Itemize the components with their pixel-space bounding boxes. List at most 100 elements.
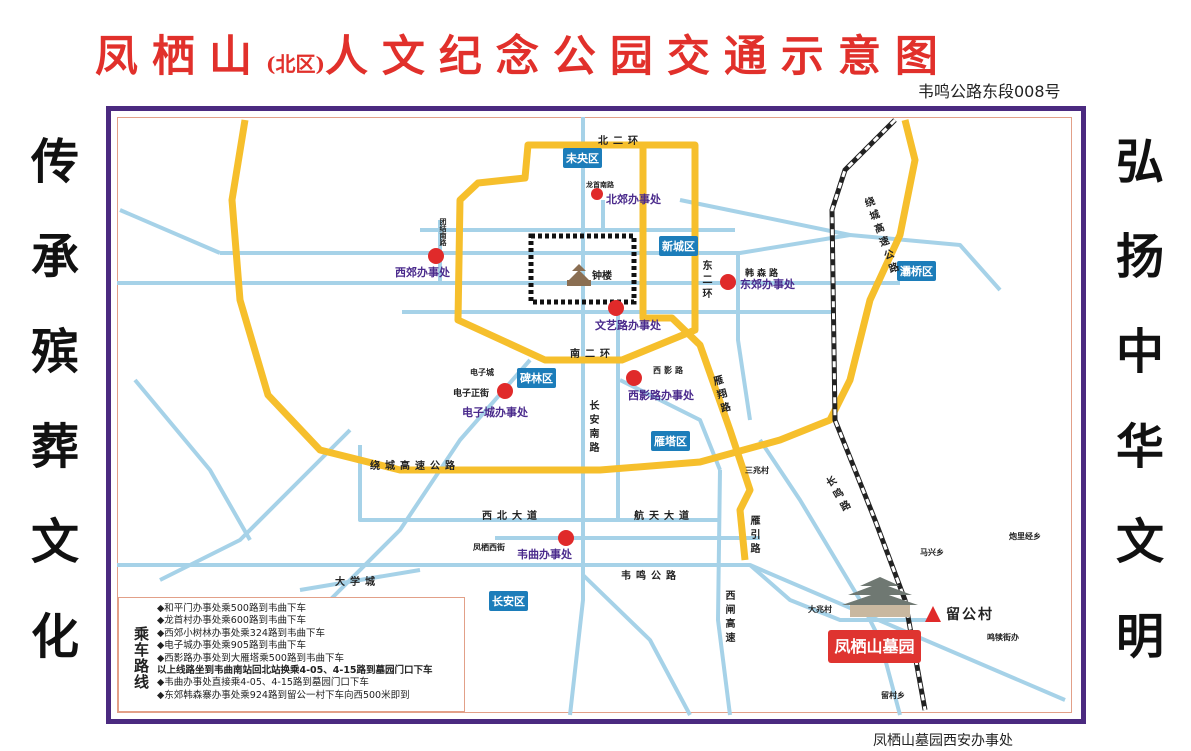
slogan-char: 殡 [30,324,79,380]
road [716,469,732,716]
office-xijiao: 西郊办事处 [395,266,450,279]
office-dongjiao: 东郊办事处 [740,278,795,291]
label-daxuecheng: 大学城 [335,577,380,588]
title-rest: 人文纪念公园交通示意图 [324,32,952,82]
office-marker-wenyilu [608,300,624,316]
label-yanyin: 雁引路 [748,515,759,557]
road [568,117,585,716]
label-dianzicheng: 电子城 [470,368,494,377]
slogan-char: 文 [30,514,79,570]
map-inner-border [117,117,1072,713]
office-marker-dongjiao [720,274,736,290]
label-zhonglou: 钟楼 [592,271,612,282]
office-marker-beijiao [591,188,603,200]
label-dianzi-zhengjie: 电子正街 [453,389,490,399]
label-xibei: 西北大道 [482,511,542,522]
road [619,378,722,471]
label-tuanjie: 团结南路 [439,218,447,246]
legend-item: ◆西影路办事处到大雁塔乘500路到韦曲下车 [157,652,344,664]
label-hangtian: 航天大道 [634,511,694,522]
label-changan-nanlu: 长安南路 [587,400,598,456]
road [328,358,532,602]
district-beilin: 碑林区 [517,368,556,388]
road [159,428,352,582]
label-paoli: 炮里经乡 [1009,532,1041,541]
destination-village: 留公村 [946,607,994,623]
map-title: 凤栖山(北区)人文纪念公园交通示意图 [95,22,952,84]
bell-tower-icon [567,264,591,286]
footer-office: 凤栖山墓园西安办事处 [873,733,1013,749]
label-hansen: 韩森路 [745,269,782,279]
district-changan: 长安区 [489,591,528,611]
label-dazhao: 大兆村 [808,605,832,614]
label-weiming: 韦鸣公路 [621,571,681,582]
legend-item: ◆韦曲办事处直接乘4-05、4-15路到墓园门口下车 [157,677,369,689]
office-xiyinglu: 西影路办事处 [628,389,694,402]
legend-title: 乘车路线 [132,626,150,690]
label-bei-er-huan: 北二环 [598,136,643,147]
label-sanzhao: 三兆村 [745,466,769,475]
slogan-char: 文 [1115,514,1164,570]
office-marker-xiyinglu [626,370,642,386]
office-dianzicheng: 电子城办事处 [462,406,528,419]
map-frame [106,106,1086,724]
legend-item: ◆电子城办事处乘905路到韦曲下车 [157,640,306,652]
title-main: 凤栖山 [95,32,266,82]
label-xiyinglu: 西影路 [653,366,686,375]
label-mingdu: 鸣犊街办 [987,633,1019,642]
slogan-char: 华 [1115,419,1164,475]
yanxiang-road [639,145,754,561]
slogan-char: 中 [1115,324,1164,380]
cemetery-label: 凤栖山墓园 [828,630,921,663]
slogan-char: 化 [30,609,79,665]
legend-item: ◆和平门办事处乘500路到韦曲下车 [157,603,306,614]
office-marker-dianzicheng [497,383,513,399]
road [581,573,692,716]
slogan-char: 扬 [1115,229,1164,285]
slogan-char: 葬 [30,419,79,475]
road [358,445,720,522]
bell-tower-district [528,233,637,305]
legend-item: ◆东郊韩森寨办事处乘924路到留公一村下车向西500米即到 [157,689,410,701]
road [736,253,752,421]
office-marker-xijiao [428,248,444,264]
legend-item: ◆西郊小树林办事处乘324路到韦曲下车 [157,627,325,639]
label-dong-er-huan: 东二环 [700,260,711,302]
label-nan-er-huan: 南二环 [570,349,615,360]
office-marker-weiqu [558,530,574,546]
slogan-char: 承 [30,229,79,285]
legend-item: ◆龙首村办事处乘600路到韦曲下车 [157,615,306,627]
label-liucun: 留村乡 [881,691,905,700]
label-raocheng: 绕城高速公路 [370,461,460,472]
district-yanta: 雁塔区 [651,431,690,451]
address: 韦鸣公路东段008号 [918,82,1061,101]
pagoda-icon [842,577,918,617]
bus-route-legend: 乘车路线 ◆和平门办事处乘500路到韦曲下车 ◆龙首村办事处乘600路到韦曲下车… [118,597,465,712]
destination-marker-icon [925,606,941,622]
label-xizha: 西闸高速 [723,590,734,646]
raocheng-ring [228,119,919,474]
legend-items: ◆和平门办事处乘500路到韦曲下车 ◆龙首村办事处乘600路到韦曲下车 ◆西郊小… [157,603,433,702]
road [133,378,252,541]
office-beijiao: 北郊办事处 [606,193,661,206]
road [299,568,421,592]
district-baqiao: 灞桥区 [897,261,936,281]
railway [829,118,928,711]
slogan-char: 明 [1115,609,1164,665]
label-longshou: 龙首南路 [586,181,614,189]
legend-item: 以上线路坐到韦曲南站回北站换乘4-05、4-15路到墓园门口下车 [157,665,433,677]
slogan-char: 弘 [1115,134,1164,190]
label-fengqi-xijie: 凤栖西街 [473,543,505,552]
title-district: (北区) [266,52,325,76]
office-weiqu: 韦曲办事处 [517,548,572,561]
road [748,563,930,622]
district-xincheng: 新城区 [659,236,698,256]
label-maxing: 马兴乡 [920,548,944,557]
road [119,208,221,255]
office-wenyilu: 文艺路办事处 [595,319,661,332]
left-slogan: 传承殡葬文化 [25,115,85,685]
slogan-char: 传 [30,134,79,190]
district-weiyang: 未央区 [563,148,602,168]
right-slogan: 弘扬中华文明 [1110,115,1170,685]
